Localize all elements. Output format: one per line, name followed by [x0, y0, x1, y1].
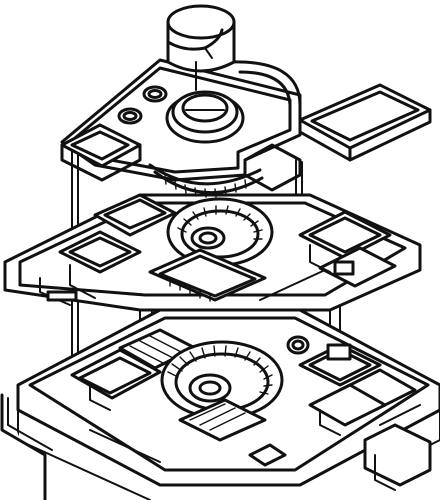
upper-deck-slats [164, 175, 247, 198]
upper-deck [60, 58, 302, 198]
right-floating-panel [298, 83, 432, 162]
lower-stair-treads [167, 345, 273, 395]
top-cylinder [166, 4, 236, 91]
middle-railing [169, 278, 211, 302]
middle-floor-plan [3, 193, 422, 312]
middle-stair-treads [177, 205, 263, 240]
lower-floor-plan [0, 308, 440, 500]
